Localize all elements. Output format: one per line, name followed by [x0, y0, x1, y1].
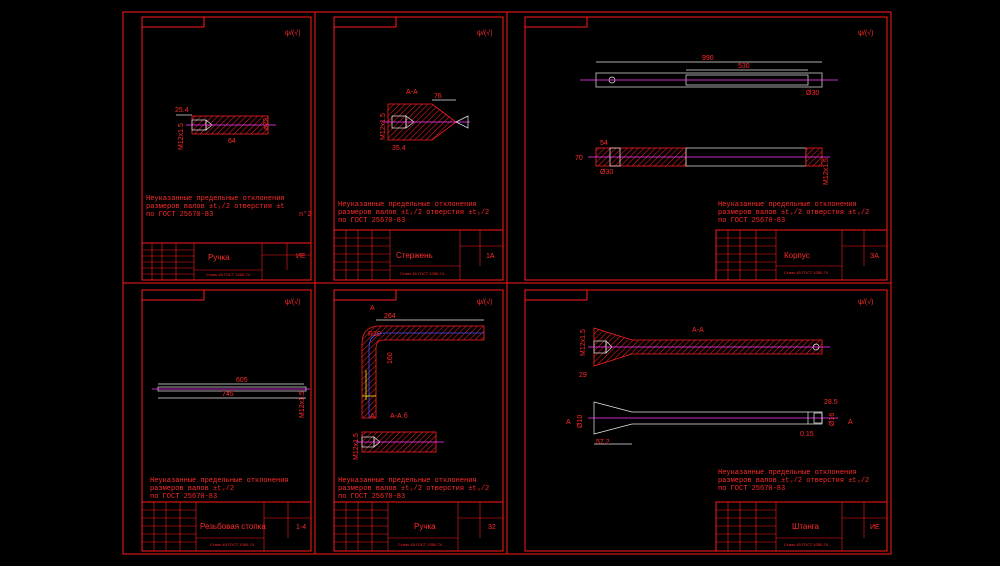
section-label: А-А б	[390, 412, 408, 420]
part-title: Штанга	[792, 522, 820, 531]
dim-thread: M12x1.5	[580, 329, 587, 356]
dim-dia-left: Ø10	[577, 415, 584, 428]
section-label: А-А	[692, 327, 704, 334]
svg-text:Неуказанные предельные отклоне: Неуказанные предельные отклонения	[718, 469, 857, 477]
svg-text:ψ/(√): ψ/(√)	[477, 298, 492, 306]
material-standard: Сталь 45 ГОСТ 1050-74	[784, 270, 829, 275]
svg-text:ø22: ø22	[263, 118, 270, 130]
sheet-ruchka-bottom: ψ/(√) 264 160 R20 A A А-А б M12x1.5 Неук…	[333, 289, 504, 552]
title-block: Корпус ЗА Сталь 45 ГОСТ 1050-74	[715, 229, 888, 281]
note-line-2: размеров валов ±t₂/2 отверстия ±t	[146, 203, 285, 211]
svg-text:Неуказанные предельные отклоне: Неуказанные предельные отклонения	[338, 477, 477, 485]
dim-length: 25.4	[175, 107, 189, 114]
dim-thread: M12x1.5	[823, 158, 830, 185]
svg-text:Неуказанные предельные отклоне: Неуказанные предельные отклонения	[718, 201, 857, 209]
title-block: Штанга ИЕ Сталь 45 ГОСТ 1050-74	[715, 501, 888, 552]
svg-text:размеров валов ±t₂/2 отверстия: размеров валов ±t₂/2 отверстия ±t₂/2	[338, 209, 489, 217]
svg-text:по ГОСТ 25670-83: по ГОСТ 25670-83	[338, 217, 405, 225]
dim-cone: 57.2	[596, 439, 610, 446]
part-title: Ручка	[208, 253, 230, 262]
sheet-sterzhen: ψ/(√) А-А 76 35.4 M12x1.5 Неуказанные пр…	[333, 16, 504, 281]
svg-text:размеров валов ±t₂/2: размеров валов ±t₂/2	[150, 485, 234, 493]
svg-text:Ø30: Ø30	[600, 169, 613, 176]
section-label: А-А	[406, 89, 418, 96]
section-mark-top: A	[370, 305, 375, 312]
dim-thread: M12x1.5	[178, 123, 185, 150]
section-mark-bottom: A	[370, 413, 375, 420]
dim-body: 35.4	[392, 145, 406, 152]
dim-offset: 29	[579, 372, 587, 379]
sheet-ruchka-top: ψ/(√) 25.4 64 M12x1.5 ø22 Неуказанные пр…	[141, 16, 312, 281]
dim-slot: 530	[738, 63, 750, 70]
svg-text:ψ/(√): ψ/(√)	[858, 29, 873, 37]
svg-text:ψ/(√): ψ/(√)	[285, 298, 300, 306]
sheet-rezbovaya: ψ/(√) 605 745 M12x1.5 Неуказанные предел…	[141, 289, 312, 552]
part-view	[593, 401, 823, 435]
material-standard: Сталь 45 ГОСТ 1050-74	[210, 542, 255, 547]
dim-thread-length: 605	[236, 377, 248, 384]
material-standard: Сталь 45 ГОСТ 1050-74	[398, 542, 443, 547]
dim-length: 745	[222, 391, 234, 398]
title-block: Резьбовая стопка 1-4 Сталь 45 ГОСТ 1050-…	[141, 501, 312, 552]
svg-text:по ГОСТ 25670-83: по ГОСТ 25670-83	[338, 493, 405, 501]
dim-height: 160	[387, 352, 394, 364]
dim-offset: 54	[600, 140, 608, 147]
material-standard: Сталь 45 ГОСТ 1050-74	[784, 542, 829, 547]
dim-dia-right: Ø16	[829, 413, 836, 426]
sheet-korpus: ψ/(√) 990 530 Ø30 54 70 Ø30 M12x1.5 Неук…	[524, 16, 888, 281]
roughness-mark: ψ/(√)	[285, 29, 300, 37]
section-mark-left: A	[566, 419, 571, 426]
title-block: Ручка 32 Сталь 45 ГОСТ 1050-74	[333, 501, 504, 552]
svg-text:по ГОСТ 25670-83: по ГОСТ 25670-83	[718, 485, 785, 493]
title-block: Стержень 1А Сталь 45 ГОСТ 1050-74	[333, 229, 504, 281]
note-extra: n°2	[299, 210, 312, 219]
dim-body: 64	[228, 138, 236, 145]
note-line-1: Неуказанные предельные отклонения	[146, 195, 285, 203]
dim-thread: M12x1.5	[353, 433, 360, 460]
svg-text:размеров валов ±t₂/2 отверстия: размеров валов ±t₂/2 отверстия ±t₂/2	[338, 485, 489, 493]
svg-text:ψ/(√): ψ/(√)	[858, 298, 873, 306]
material-standard: Сталь 45 ГОСТ 1050-74	[400, 271, 445, 276]
section-mark-right: A	[848, 419, 853, 426]
sheet-number: 32	[488, 524, 496, 531]
part-handle	[361, 325, 485, 419]
sheet-number: 1-4	[296, 524, 306, 531]
part-title: Стержень	[396, 251, 433, 260]
svg-text:ψ/(√): ψ/(√)	[477, 29, 492, 37]
sheet-shtanga: ψ/(√) А-А M12x1.5 29 57.2 Ø10 Ø16 28.5 0…	[524, 289, 888, 552]
svg-text:размеров валов ±t₂/2 отверстия: размеров валов ±t₂/2 отверстия ±t₂/2	[718, 477, 869, 485]
svg-text:по ГОСТ 25670-83: по ГОСТ 25670-83	[718, 217, 785, 225]
dim-height: 70	[575, 155, 583, 162]
dim-dia: Ø30	[806, 90, 819, 97]
svg-text:Неуказанные предельные отклоне: Неуказанные предельные отклонения	[338, 201, 477, 209]
svg-text:Неуказанные предельные отклоне: Неуказанные предельные отклонения	[150, 477, 289, 485]
title-block: Ручка ИЕ Сталь 45 ГОСТ 1050-74	[141, 242, 312, 281]
note-line-3: по ГОСТ 25670-83	[146, 211, 213, 219]
dim-length: 990	[702, 55, 714, 62]
sheet-number: ЗА	[870, 253, 879, 260]
dim-thread: M12x1.5	[299, 391, 306, 418]
part-title: Корпус	[784, 251, 810, 260]
dim-chamfer: 0.15	[800, 431, 814, 438]
dim-length: 264	[384, 313, 396, 320]
part-title: Ручка	[414, 522, 436, 531]
sheet-number: 1А	[486, 253, 495, 260]
dim-thread: M12x1.5	[380, 113, 387, 140]
svg-text:размеров валов ±t₂/2 отверстия: размеров валов ±t₂/2 отверстия ±t₂/2	[718, 209, 869, 217]
dim-length: 76	[434, 93, 442, 100]
sheet-number: ИЕ	[870, 524, 880, 531]
sheet-number: ИЕ	[296, 253, 306, 260]
part-title: Резьбовая стопка	[200, 522, 266, 531]
dim-end: 28.5	[824, 399, 838, 406]
svg-text:по ГОСТ 25670-83: по ГОСТ 25670-83	[150, 493, 217, 501]
material-standard: Сталь 45 ГОСТ 1050-74	[206, 272, 251, 277]
dim-radius: R20	[368, 331, 381, 338]
